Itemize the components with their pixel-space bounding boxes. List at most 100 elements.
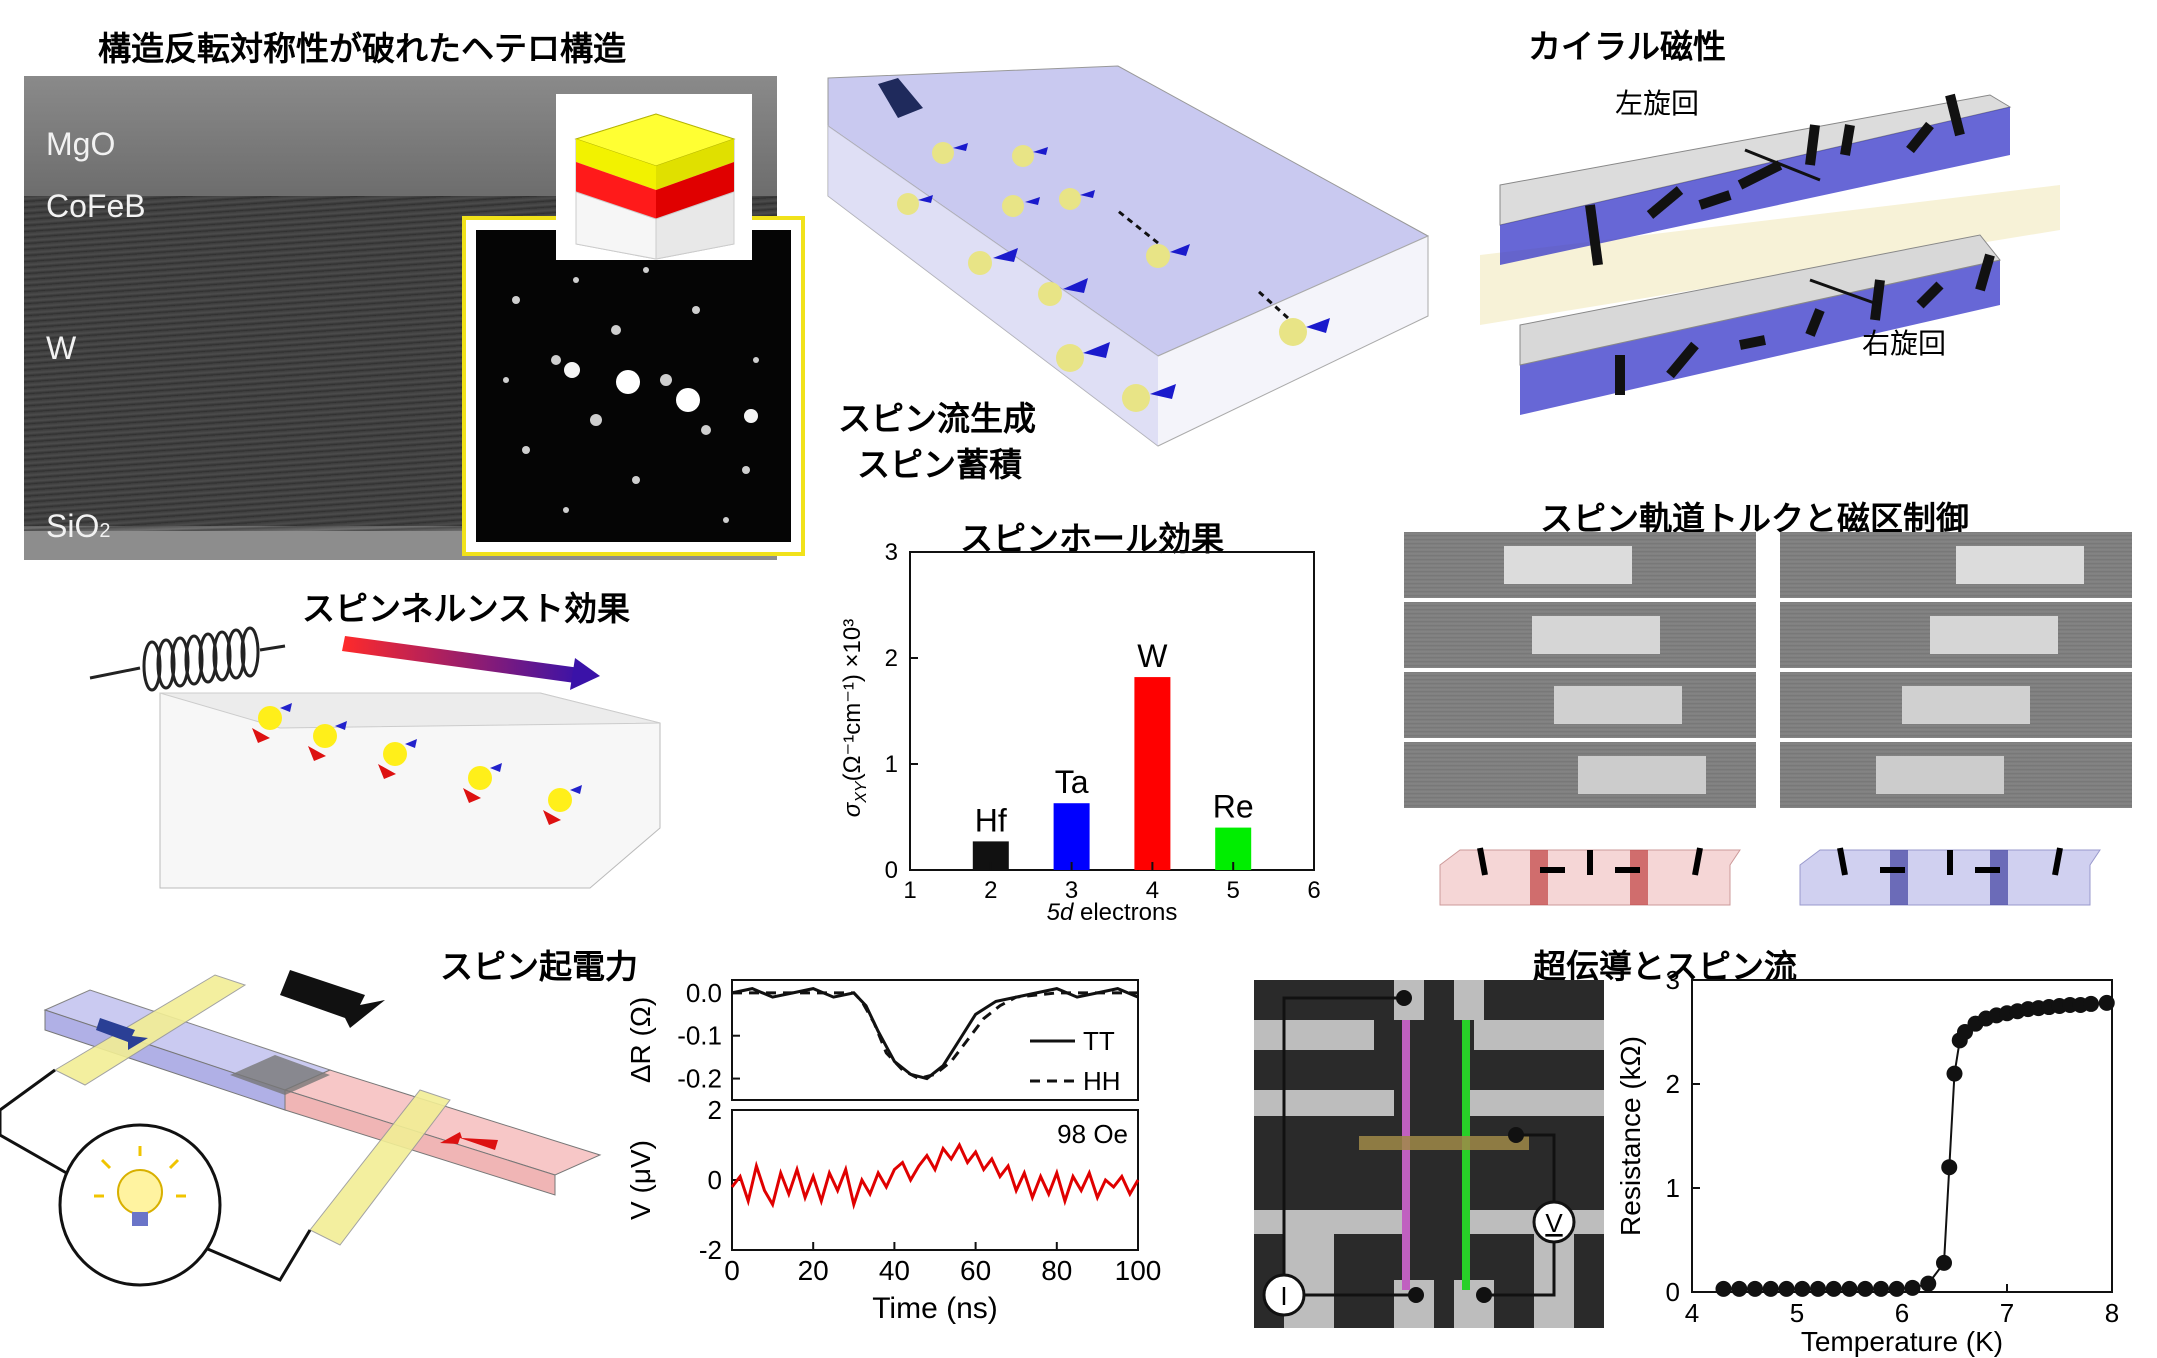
resistance-point [1762,1280,1779,1297]
spin-current-diagram [827,65,1430,447]
chiral-spins [1585,93,1995,395]
resistance-point [1825,1280,1842,1297]
legend-tt-label: TT [1083,1026,1115,1056]
diffraction-inset [462,216,805,556]
resistance-chart: 0 1 2 3 4 5 6 7 8 Resistance (kΩ) Temperature (K… [1615,968,2119,1357]
spin-hall-x-label: 5d electrons [1047,899,1178,926]
emf-x-tick-label: 40 [879,1255,910,1286]
resistance-point [1920,1275,1937,1292]
resistance-x-label: Temperature (K) [1801,1326,2003,1357]
resistance-x-tick-label: 6 [1895,1298,1909,1328]
sot-title: スピン軌道トルクと磁区制御 [1540,499,1969,538]
resistance-x-tick-label: 5 [1790,1298,1804,1328]
emf-x-tick-label: 60 [960,1255,991,1286]
resistance-y-tick-label: 3 [1666,968,1680,995]
resistance-x-tick-label: 4 [1685,1298,1699,1328]
current-label: I [1280,1281,1287,1311]
spin-hall-x-tick-label: 5 [1227,877,1240,904]
domain-wall-diagrams [1439,847,2101,906]
emf-x-tick-label: 0 [724,1255,740,1286]
spin-hall-bar-label: Ta [1055,764,1089,800]
hetero-title: 構造反転対称性が破れたヘテロ構造 [98,29,626,68]
spin-electrons [897,142,1307,412]
spin-hall-y-tick-label: 2 [885,645,898,672]
resistance-point [1810,1280,1826,1297]
diffraction-spots [503,267,759,523]
spin-hall-bar [1053,803,1090,870]
spin-hall-x-tick-label: 4 [1146,877,1159,904]
nernst-title: スピンネルンスト効果 [302,589,631,628]
w-label: W [46,330,77,366]
spin-hall-x-tick-label: 3 [1065,877,1078,904]
spin-hall-bar [1134,677,1171,870]
emf-bottom-y-tick-label: 2 [708,1095,722,1125]
spin-hall-x-tick-label: 2 [984,877,997,904]
spin-hall-y-tick-label: 3 [885,540,898,566]
mgo-label: MgO [46,126,116,162]
resistance-point [1794,1280,1811,1297]
current-source-symbol [1262,1273,1306,1317]
spin-hall-y-label: σXY(Ω⁻¹cm⁻¹) ×10³ [839,619,870,817]
spin-hall-plot-frame [909,551,1315,871]
resistance-point [1841,1280,1858,1297]
emf-bottom-y-tick-label: -2 [699,1235,722,1265]
emf-x-tick-label: 100 [1115,1255,1162,1286]
resistance-y-tick-label: 1 [1666,1173,1680,1203]
resistance-point [2098,994,2115,1011]
sc-device-wiring: I V [1262,990,1576,1317]
voltage-label: V [1545,1208,1563,1238]
resistance-point [1941,1159,1958,1176]
resistance-point [1888,1280,1905,1297]
sio2-label: SiO2 [46,508,111,544]
spin-hall-bar-label: Re [1213,789,1254,825]
resistance-y-tick-label: 2 [1666,1069,1680,1099]
resistance-point [1936,1254,1952,1271]
spin-injection-arrow [878,78,923,118]
resistance-point [1778,1280,1795,1297]
legend-hh-label: HH [1083,1066,1121,1096]
resistance-point [1873,1280,1889,1297]
resistance-point [1857,1280,1874,1297]
resistance-y-tick-label: 0 [1666,1277,1680,1307]
spin-hall-y-tick-label: 0 [885,857,898,884]
spin-emf-device [0,970,602,1287]
resistance-plot-frame [1691,979,2113,1293]
resistance-point [1731,1280,1748,1297]
emf-bottom-y-tick-label: 0 [708,1165,722,1195]
resistance-point [1904,1279,1921,1296]
resistance-x-tick-label: 7 [2000,1298,2014,1328]
sot-images-right [1780,532,2132,810]
gradient-arrow [342,636,580,683]
spin-hall-y-tick-label: 1 [885,751,898,778]
emf-x-tick-label: 80 [1041,1255,1072,1286]
resistance-x-tick-label: 8 [2105,1298,2119,1328]
coil-icon [89,626,286,692]
emf-title: スピン起電力 [440,947,638,986]
resistance-point [1715,1280,1732,1297]
sot-images-left [1404,532,1756,810]
emf-x-label: Time (ns) [872,1292,998,1325]
spin-nernst-diagram [89,626,661,889]
chiral-left-label: 左旋回 [1615,87,1700,120]
resistance-point [1747,1280,1763,1297]
motion-arrow [280,970,385,1028]
spin-hall-bar-label: W [1137,638,1168,674]
sc-device-image [1254,980,1604,1328]
emf-top-y-label: ΔR (Ω) [625,997,656,1083]
emf-top-y-tick-label: -0.2 [677,1064,722,1094]
chiral-right-label: 右旋回 [1862,327,1947,360]
chiral-title: カイラル磁性 [1528,27,1726,66]
spin-accum-title: スピン蓄積 [857,445,1022,484]
spin-current-title: スピン流生成 [838,399,1036,438]
emf-series-v [730,1141,1140,1211]
emf-series-hh [732,991,1138,1081]
resistance-y-label: Resistance (kΩ) [1615,1036,1646,1236]
voltmeter-symbol [1532,1200,1576,1244]
atom-cube-inset [556,94,752,260]
emf-bottom-y-label: V (μV) [625,1140,656,1220]
nernst-spins [258,706,572,812]
cofeb-label: CoFeB [46,188,146,224]
chiral-magnetism-diagram [1480,93,2060,415]
light-bulb-icon [94,1146,186,1226]
